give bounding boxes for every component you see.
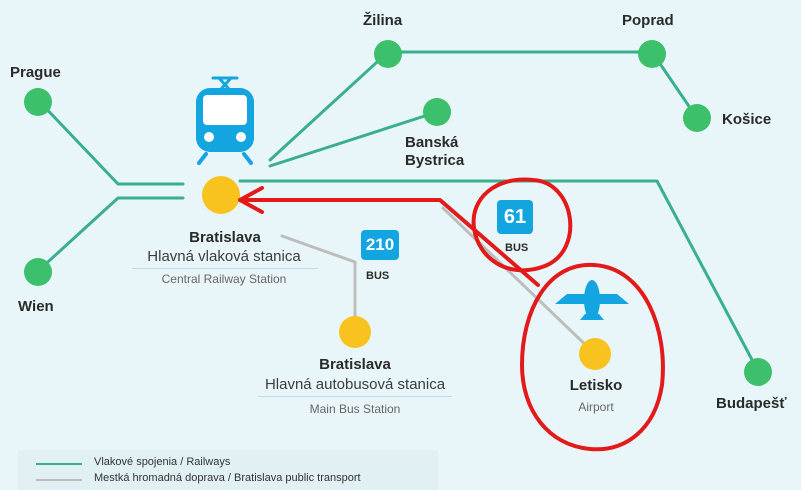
bus-badge-61[interactable]: 61 <box>497 200 533 234</box>
legend-public-transport-swatch <box>36 479 82 481</box>
hub-bus-title: Bratislava <box>319 356 391 373</box>
airplane-icon <box>555 280 629 320</box>
rail-line-zilina <box>268 50 390 162</box>
hub-railway-subtitle: Hlavná vlaková stanica <box>147 248 301 265</box>
city-label-prague: Prague <box>10 64 61 81</box>
hub-airport[interactable] <box>579 338 611 370</box>
hub-railway-english: Central Railway Station <box>161 272 287 286</box>
city-label-zilina: Žilina <box>363 12 403 29</box>
hub-airport-title: Letisko <box>569 377 623 394</box>
hub-bus-english: Main Bus Station <box>309 402 401 416</box>
hub-bus-divider <box>258 396 452 397</box>
station-wien[interactable] <box>24 258 52 286</box>
city-label-budapest: Budapešť <box>716 395 787 412</box>
hub-railway-title: Bratislava <box>189 229 261 246</box>
train-icon <box>196 76 254 165</box>
rail-line-prague <box>36 98 185 186</box>
rail-line-wien <box>36 196 185 273</box>
hub-airport-english: Airport <box>578 400 614 414</box>
hub-railway-station[interactable] <box>202 176 240 214</box>
bus-label-210: BUS <box>366 270 390 282</box>
city-label-poprad: Poprad <box>622 12 674 29</box>
city-label-banska-bystrica: Banská Bystrica <box>405 134 465 169</box>
hub-bus-subtitle: Hlavná autobusová stanica <box>264 376 446 393</box>
bus-badge-210[interactable]: 210 <box>361 230 399 260</box>
bus-line-61 <box>441 206 595 354</box>
bus-label-61: BUS <box>505 242 529 254</box>
rail-line-budapest <box>238 179 760 373</box>
legend-railways-swatch <box>36 463 82 465</box>
station-budapest[interactable] <box>744 358 772 386</box>
station-prague[interactable] <box>24 88 52 116</box>
bus-line-210 <box>280 234 357 327</box>
legend: Vlakové spojenia / Railways Mestká hroma… <box>18 450 438 490</box>
legend-railways-label: Vlakové spojenia / Railways <box>94 456 231 468</box>
hub-railway-divider <box>132 268 318 269</box>
hub-bus-station[interactable] <box>339 316 371 348</box>
station-banska-bystrica[interactable] <box>423 98 451 126</box>
city-label-wien: Wien <box>18 298 54 315</box>
rail-line-banska <box>268 110 439 168</box>
annotation-arrowhead <box>238 186 264 214</box>
legend-public-transport-label: Mestká hromadná doprava / Bratislava pub… <box>94 472 361 484</box>
annotation-circle-bus-61 <box>471 177 573 273</box>
city-label-kosice: Košice <box>722 111 772 128</box>
station-kosice[interactable] <box>683 104 711 132</box>
station-zilina[interactable] <box>374 40 402 68</box>
annotation-circle-airport <box>520 262 665 452</box>
annotation-arrow <box>238 198 540 287</box>
station-poprad[interactable] <box>638 40 666 68</box>
